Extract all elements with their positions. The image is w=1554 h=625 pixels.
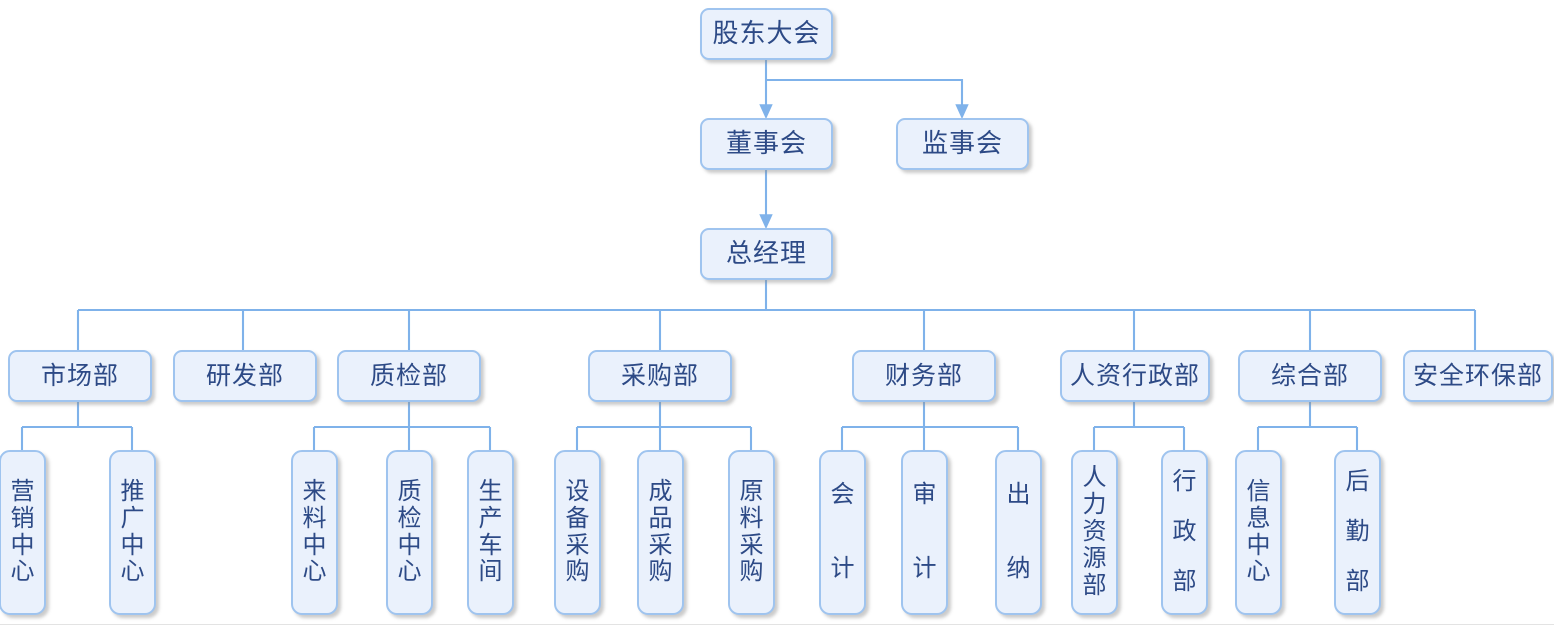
vertical-label: 设 备 采 购 [565,477,590,586]
vertical-label: 会 计 [830,480,855,583]
node-unit-human-resources[interactable]: 人 力 资 源 部 [1071,450,1118,615]
node-unit-equipment-procurement[interactable]: 设 备 采 购 [554,450,601,615]
node-unit-finished-goods-procurement[interactable]: 成 品 采 购 [637,450,684,615]
node-unit-cashier[interactable]: 出 纳 [995,450,1042,615]
node-label: 安全环保部 [1412,361,1543,390]
node-dept-marketing[interactable]: 市场部 [8,350,152,402]
node-board-of-supervisors[interactable]: 监事会 [896,118,1029,170]
vertical-label: 原 料 采 购 [739,477,764,586]
node-general-manager[interactable]: 总经理 [700,228,833,280]
node-unit-promotion-center[interactable]: 推 广 中 心 [109,450,156,615]
node-dept-purchasing[interactable]: 采购部 [588,350,732,402]
node-label: 市场部 [40,361,119,390]
node-unit-incoming-material-center[interactable]: 来 料 中 心 [291,450,338,615]
node-label: 采购部 [620,361,699,390]
node-label: 人资行政部 [1069,361,1200,390]
vertical-label: 人 力 资 源 部 [1082,464,1107,599]
node-dept-general-affairs[interactable]: 综合部 [1238,350,1382,402]
node-label: 股东大会 [712,18,821,49]
vertical-label: 行 政 部 [1172,468,1197,595]
vertical-label: 审 计 [912,480,937,583]
node-dept-qc[interactable]: 质检部 [337,350,481,402]
node-shareholders[interactable]: 股东大会 [700,8,833,60]
node-dept-finance[interactable]: 财务部 [852,350,996,402]
vertical-label: 质 检 中 心 [397,477,422,586]
vertical-label: 出 纳 [1006,480,1031,583]
node-label: 监事会 [921,128,1003,159]
node-unit-quality-inspection-center[interactable]: 质 检 中 心 [386,450,433,615]
node-dept-rd[interactable]: 研发部 [173,350,317,402]
vertical-label: 生 产 车 间 [478,477,503,586]
vertical-label: 成 品 采 购 [648,477,673,586]
node-dept-hr-admin[interactable]: 人资行政部 [1060,350,1210,402]
vertical-label: 信 息 中 心 [1246,477,1271,586]
node-unit-audit[interactable]: 审 计 [901,450,948,615]
node-unit-logistics[interactable]: 后 勤 部 [1334,450,1381,615]
node-unit-sales-center[interactable]: 营 销 中 心 [0,450,46,615]
node-unit-production-workshop[interactable]: 生 产 车 间 [467,450,514,615]
vertical-label: 来 料 中 心 [302,477,327,586]
node-unit-information-center[interactable]: 信 息 中 心 [1235,450,1282,615]
vertical-label: 推 广 中 心 [120,477,145,586]
node-board-of-directors[interactable]: 董事会 [700,118,833,170]
node-unit-administration[interactable]: 行 政 部 [1161,450,1208,615]
node-label: 财务部 [884,361,963,390]
node-label: 质检部 [369,361,448,390]
node-label: 董事会 [725,128,807,159]
vertical-label: 后 勤 部 [1345,468,1370,595]
node-label: 总经理 [725,238,807,269]
node-unit-raw-material-procurement[interactable]: 原 料 采 购 [728,450,775,615]
node-label: 综合部 [1270,361,1349,390]
node-dept-safety-environment[interactable]: 安全环保部 [1403,350,1553,402]
node-unit-accounting[interactable]: 会 计 [819,450,866,615]
node-label: 研发部 [205,361,284,390]
vertical-label: 营 销 中 心 [10,477,35,586]
